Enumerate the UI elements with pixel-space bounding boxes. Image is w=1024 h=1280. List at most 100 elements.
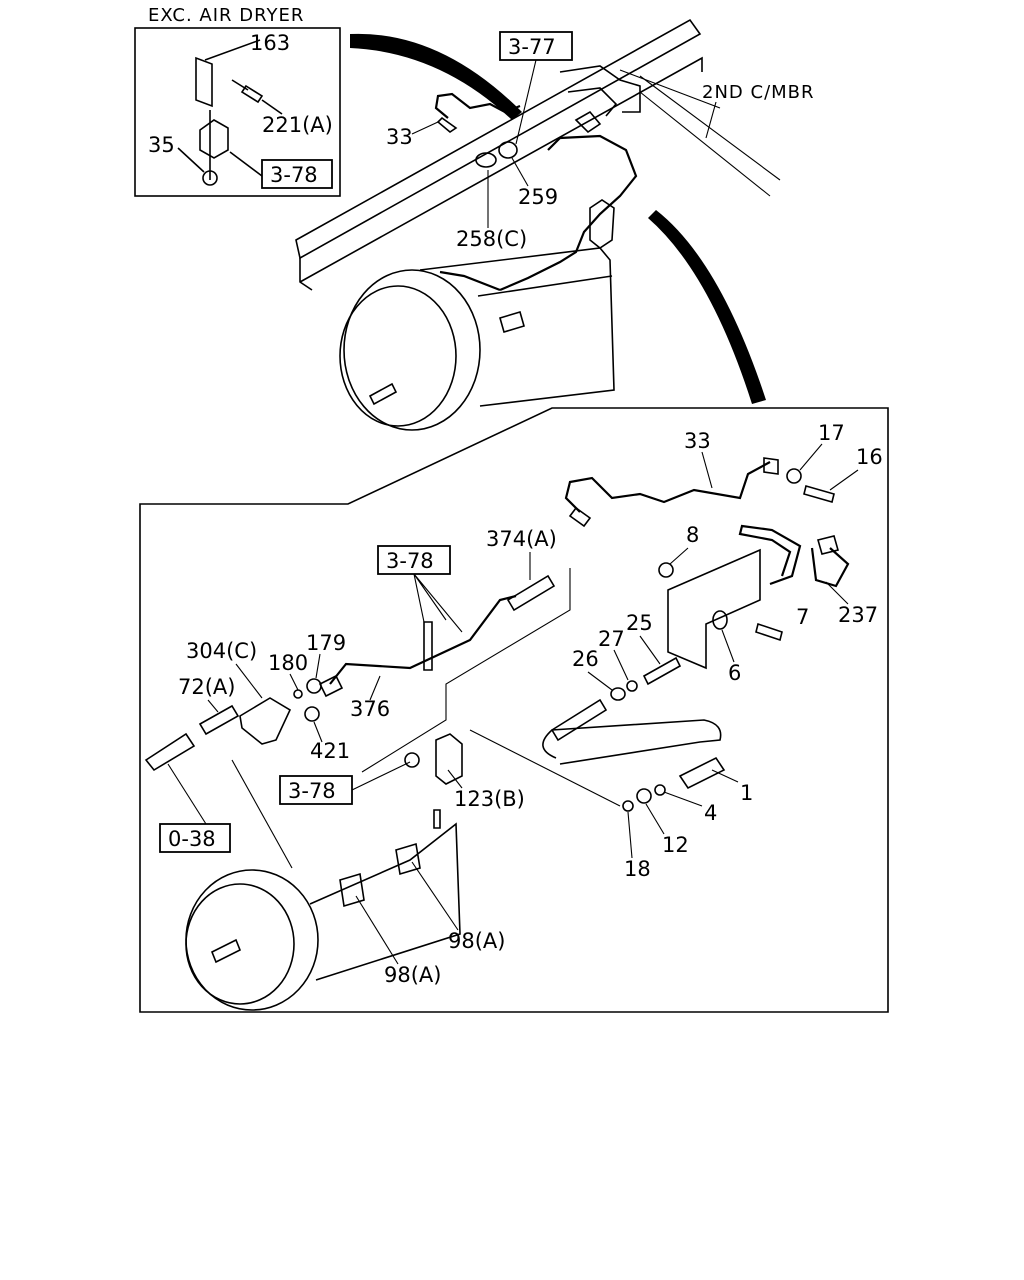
dash-line-chamber: [231, 759, 293, 869]
callout-12: 12: [662, 833, 689, 857]
part-8: [658, 562, 674, 578]
callout-237: 237: [838, 603, 878, 627]
leader-163: [204, 39, 261, 61]
leaders-3-78-top: [413, 573, 463, 633]
callout-33: 33: [684, 429, 711, 453]
pipe-376: [329, 594, 517, 685]
part-179: [306, 678, 322, 694]
hose-end: [550, 698, 608, 742]
part-16: [803, 485, 835, 503]
bottom-brake-chamber: [185, 822, 461, 1011]
top-tank-bracket: [499, 311, 525, 333]
inset-nut: [202, 170, 218, 186]
callout-258c: 258(C): [456, 227, 527, 251]
ref-3-77[interactable]: 3-77: [508, 35, 556, 59]
part-27: [626, 680, 638, 692]
leader-179: [315, 653, 321, 679]
bottom-bracket-right: [395, 842, 421, 876]
callout-25: 25: [626, 611, 653, 635]
detail-frame: [139, 407, 889, 1013]
callout-98a-right: 98(A): [448, 929, 505, 953]
part-259: [498, 141, 518, 159]
bottom-bracket-left: [339, 872, 365, 908]
part-123b: [435, 733, 463, 785]
leader-123b: [447, 769, 463, 789]
inset-bolt: [231, 79, 264, 104]
leader-376: [369, 675, 381, 701]
cross-member-bracket: [667, 548, 761, 670]
callout-7: 7: [796, 605, 809, 629]
leader-27: [613, 649, 629, 681]
detail-pipe-33: [564, 457, 779, 528]
bottom-chamber-body: [185, 869, 319, 1011]
callout-180: 180: [268, 651, 308, 675]
ref-3-78-mid[interactable]: 3-78: [288, 779, 336, 803]
ref-box-3-77[interactable]: [499, 31, 573, 61]
leader-35: [177, 147, 205, 173]
callout-374a: 374(A): [486, 527, 557, 551]
part-6: [712, 610, 728, 630]
leader-421: [313, 721, 323, 743]
leader-16: [829, 469, 859, 491]
part-18: [622, 800, 634, 812]
inset-clamp: [199, 119, 229, 159]
part-1: [678, 756, 726, 790]
callout-1: 1: [740, 781, 753, 805]
inset-title: EXC. AIR DRYER: [148, 5, 304, 26]
part-12: [636, 788, 652, 804]
dash-line-374a: [361, 568, 571, 773]
top-pipe-33: [434, 92, 521, 119]
ref-box-0-38[interactable]: [159, 823, 231, 853]
callout-8: 8: [686, 523, 699, 547]
ref-box-3-78-mid[interactable]: [279, 775, 353, 805]
callout-4: 4: [704, 801, 717, 825]
rail-web: [299, 56, 703, 291]
leader-6: [721, 629, 735, 663]
part-26: [610, 687, 626, 701]
part-72a: [198, 704, 240, 736]
top-pipe-right-2: [567, 87, 618, 117]
leader-3-77: [515, 59, 537, 145]
leader-72a: [207, 699, 219, 713]
ref-3-78-inset[interactable]: 3-78: [270, 163, 318, 187]
leader-frame: [705, 101, 717, 139]
leader-17: [799, 443, 823, 471]
ref-box-3-78-top[interactable]: [377, 545, 451, 575]
ref-3-78-top[interactable]: 3-78: [386, 549, 434, 573]
pipe-33-fitting-left: [568, 506, 592, 528]
leader-25: [639, 635, 661, 665]
part-17: [786, 468, 802, 484]
mid-nut: [404, 752, 420, 768]
ref-box-3-78-inset[interactable]: [261, 159, 333, 189]
hose-loop: [542, 719, 722, 765]
ref-0-38[interactable]: 0-38: [168, 827, 216, 851]
top-line-chamber: [439, 270, 501, 292]
leader-3-78-inset: [229, 151, 263, 177]
leader-26: [587, 671, 613, 691]
leader-1: [711, 769, 739, 783]
frame-label: 2ND C/MBR: [702, 82, 815, 103]
top-pipe-right: [559, 65, 641, 113]
top-chamber-body: [343, 269, 481, 431]
callout-163: 163: [250, 31, 290, 55]
callout-18: 18: [624, 857, 651, 881]
bottom-pushrod: [210, 938, 242, 964]
callout-259: 259: [518, 185, 558, 209]
part-421: [304, 706, 320, 722]
cross-member-line-2: [639, 91, 771, 197]
leader-221a: [261, 99, 283, 115]
top-fitting-33: [436, 116, 458, 133]
top-bracket: [589, 199, 615, 249]
leader-8: [669, 547, 689, 565]
pipe-376-fitting: [318, 674, 344, 698]
top-tank: [419, 247, 615, 407]
cross-member-line: [639, 75, 781, 181]
part-374a: [506, 574, 556, 612]
callout-17: 17: [818, 421, 845, 445]
callout-98a-left: 98(A): [384, 963, 441, 987]
callout-33-top: 33: [386, 125, 413, 149]
callout-123b: 123(B): [454, 787, 525, 811]
leader-180: [289, 673, 299, 691]
callout-304c: 304(C): [186, 639, 257, 663]
